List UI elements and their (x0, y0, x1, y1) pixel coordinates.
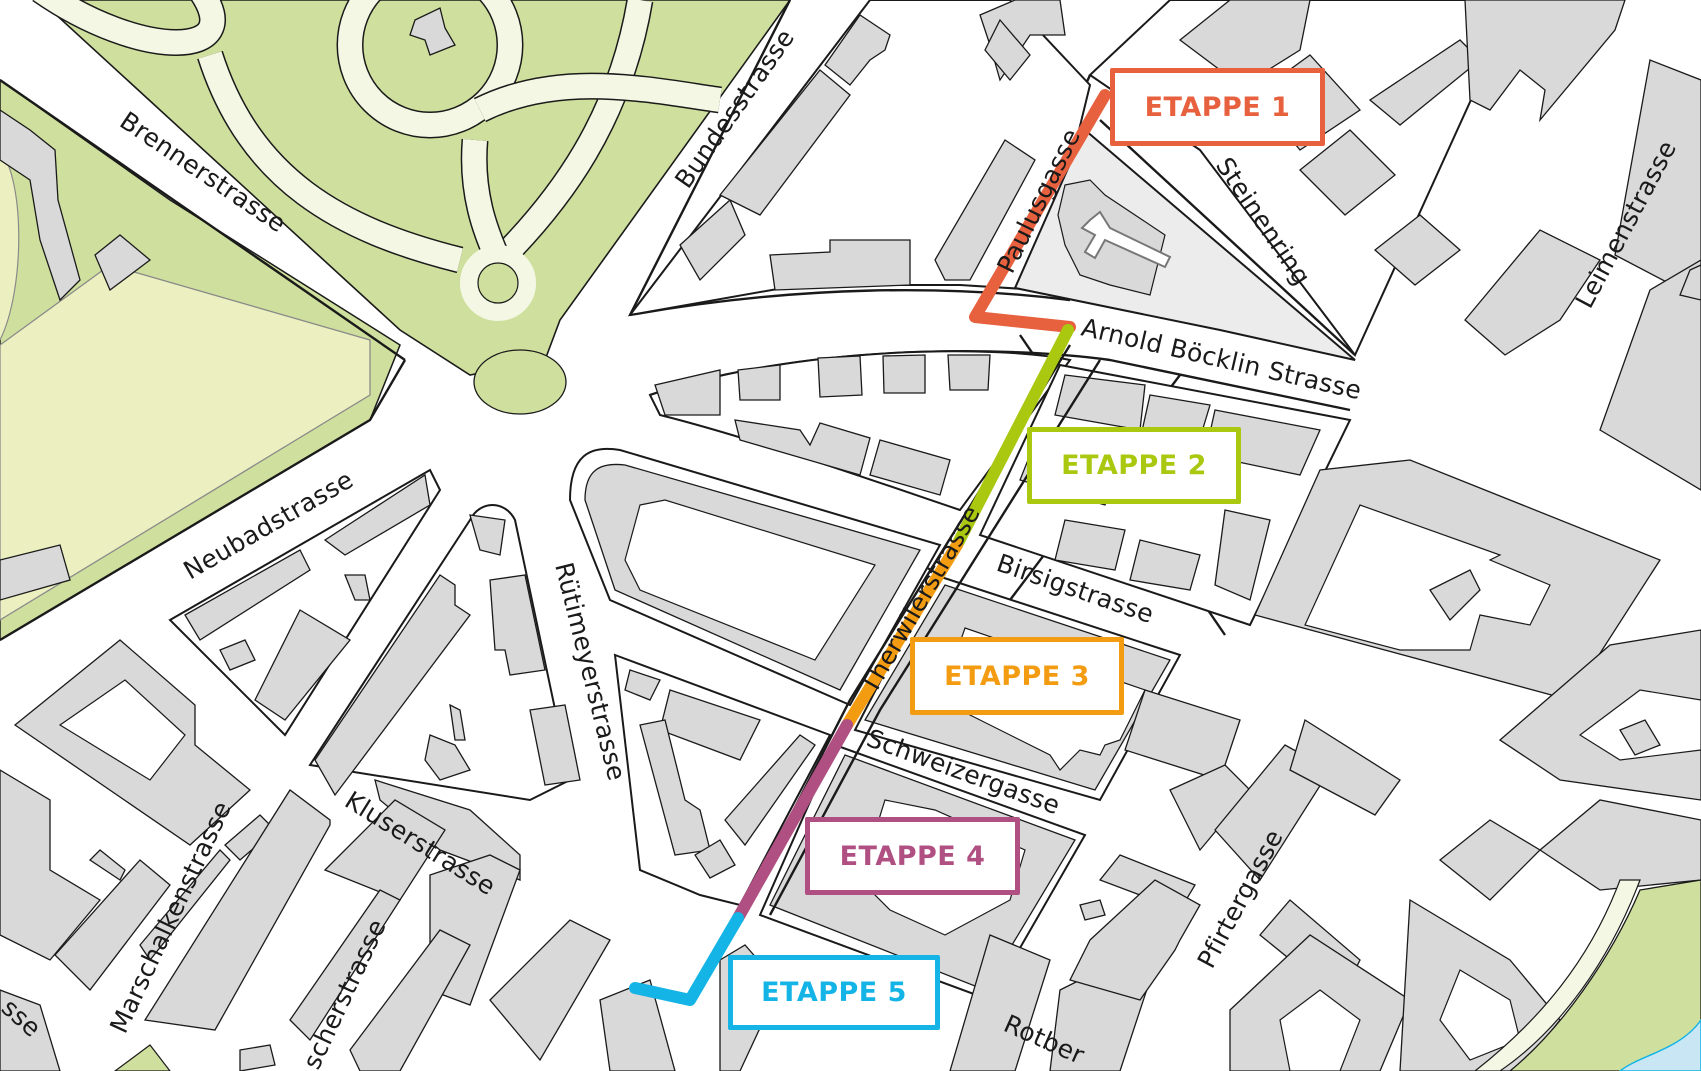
church-plot (1013, 128, 1356, 361)
stage-label-3: ETAPPE 3 (910, 637, 1124, 715)
block-southwest (0, 639, 276, 1071)
route-stage-3 (841, 539, 963, 731)
block-ruetimeyer-east (613, 653, 832, 907)
block-arc (648, 350, 1072, 512)
stage-label-1: ETAPPE 1 (1110, 68, 1325, 146)
traffic-island (473, 349, 567, 415)
stage-label-2-text: ETAPPE 2 (1061, 450, 1207, 481)
block-marschalken-east (113, 789, 611, 1071)
block-courtyard (568, 447, 942, 707)
block-east (1254, 459, 1701, 1071)
block-neubad (168, 468, 442, 737)
route (629, 89, 1111, 1006)
sports-field-area (0, 79, 401, 641)
route-stage-4 (732, 719, 853, 924)
stage-label-4: ETAPPE 4 (805, 817, 1020, 895)
route-stage-1 (969, 89, 1111, 333)
stage-label-5: ETAPPE 5 (728, 955, 940, 1030)
church-cross-icon (1080, 210, 1172, 269)
stage-label-1-text: ETAPPE 1 (1144, 91, 1291, 123)
stage-label-3-text: ETAPPE 3 (944, 660, 1090, 692)
stage-label-5-text: ETAPPE 5 (761, 977, 907, 1008)
route-stage-5 (629, 912, 744, 1006)
block-ruetimeyer-west (308, 504, 581, 881)
route-stage-2 (951, 324, 1074, 551)
park-pavilion (409, 7, 456, 56)
block-southeast (1069, 689, 1411, 1071)
park-area (32, 0, 791, 415)
stage-label-2: ETAPPE 2 (1027, 427, 1241, 504)
block-north (627, 0, 1092, 317)
stage-label-4-text: ETAPPE 4 (839, 840, 986, 872)
